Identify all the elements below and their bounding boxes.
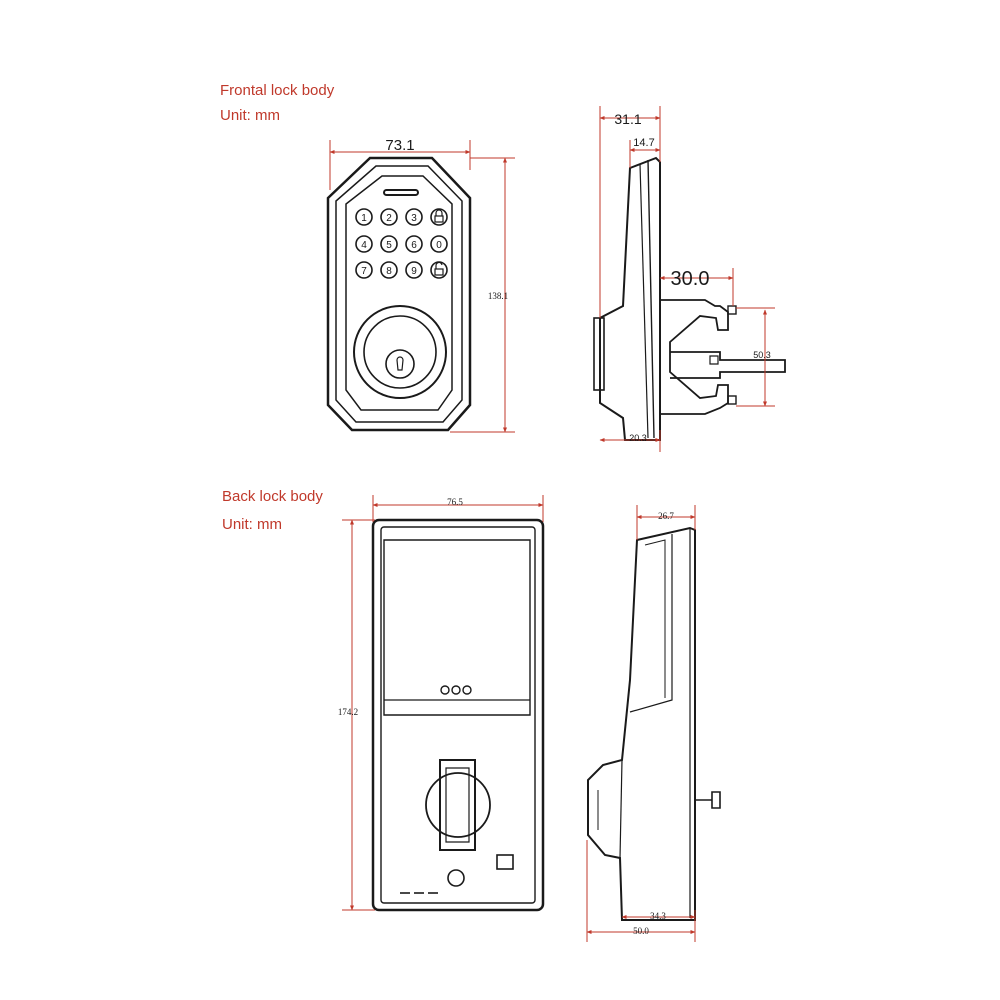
front-height-label: 138.1 xyxy=(488,291,508,301)
back-height-label: 174.2 xyxy=(338,707,358,717)
back-unit: Unit: mm xyxy=(222,516,282,533)
key-label-1: 1 xyxy=(361,213,367,224)
led-bar xyxy=(383,189,419,196)
keyhole xyxy=(385,349,415,379)
key-label-3: 3 xyxy=(411,213,417,224)
key-label-4: 4 xyxy=(361,240,367,251)
key-label-2: 2 xyxy=(386,213,392,224)
total-depth-label: 50.0 xyxy=(633,926,649,936)
lock-open-icon xyxy=(435,261,443,269)
thickness-label: 20.3 xyxy=(629,433,647,443)
fingerprint-sensor[interactable] xyxy=(496,854,514,870)
key-unlock[interactable] xyxy=(430,261,448,279)
latch-bolt xyxy=(670,351,786,379)
key-2[interactable] xyxy=(380,208,398,226)
key-5[interactable] xyxy=(380,235,398,253)
key-label-0: 0 xyxy=(436,240,442,251)
fingerprint-button[interactable] xyxy=(447,869,465,887)
depth-label: 31.1 xyxy=(614,111,641,127)
indicator-dot-1 xyxy=(440,685,450,695)
back-lock-body xyxy=(371,518,545,912)
keypad xyxy=(355,208,448,279)
lock-icons xyxy=(434,209,444,276)
indicator-dot-2 xyxy=(451,685,461,695)
key-label-7: 7 xyxy=(361,266,367,277)
front-lock-body: 1 2 3 4 5 6 0 7 8 9 xyxy=(326,156,472,432)
front-side-view xyxy=(593,156,786,441)
key-7[interactable] xyxy=(355,261,373,279)
inner-depth-label: 14.7 xyxy=(633,137,654,149)
key-label-5: 5 xyxy=(386,240,392,251)
back-side-view xyxy=(587,526,721,921)
front-side-dimensions xyxy=(599,106,775,452)
back-title: Back lock body xyxy=(222,488,323,505)
key-3[interactable] xyxy=(405,208,423,226)
key-0[interactable] xyxy=(430,235,448,253)
key-lock[interactable] xyxy=(430,208,448,226)
front-title: Frontal lock body xyxy=(220,82,335,99)
back-dimensions xyxy=(342,495,544,911)
key-4[interactable] xyxy=(355,235,373,253)
key-1[interactable] xyxy=(355,208,373,226)
cylinder-rose-outer xyxy=(353,305,447,399)
front-width-label: 73.1 xyxy=(385,137,414,154)
lock-closed-icon xyxy=(435,209,443,216)
thumb-turn[interactable] xyxy=(439,759,476,851)
top-depth-label: 26.7 xyxy=(658,511,674,521)
back-side-dimensions xyxy=(586,505,696,942)
battery-cover xyxy=(383,539,531,716)
thumb-turn-rose xyxy=(425,772,491,838)
bolt-label: 30.0 xyxy=(671,268,710,290)
keyhole-icon xyxy=(396,356,404,371)
indicator-dot-3 xyxy=(462,685,472,695)
backset-label: 50.3 xyxy=(753,350,771,360)
back-width-label: 76.5 xyxy=(447,497,463,507)
front-unit: Unit: mm xyxy=(220,107,280,124)
key-label-9: 9 xyxy=(411,266,417,277)
spindle xyxy=(695,791,721,809)
front-dimensions xyxy=(329,140,515,433)
bottom-depth-label: 34.3 xyxy=(650,911,666,921)
key-6[interactable] xyxy=(405,235,423,253)
key-label-8: 8 xyxy=(386,266,392,277)
key-9[interactable] xyxy=(405,261,423,279)
key-8[interactable] xyxy=(380,261,398,279)
key-label-6: 6 xyxy=(411,240,417,251)
